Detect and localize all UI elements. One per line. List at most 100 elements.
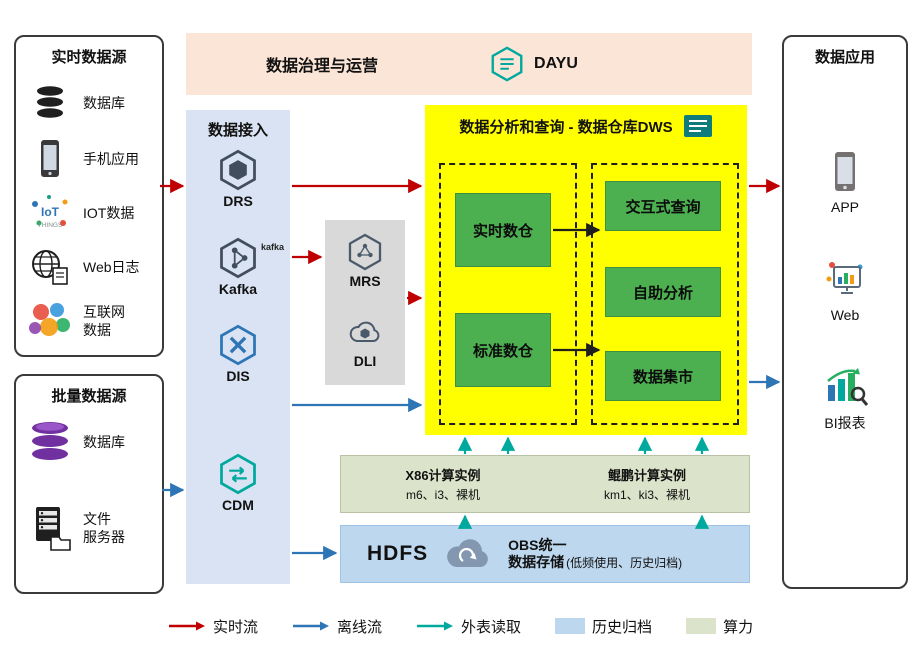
- mobile-app-icon: [22, 137, 78, 181]
- file-server-icon: [22, 504, 78, 552]
- obs-cloud-icon: [447, 539, 489, 567]
- obs-text: OBS统一 数据存储 (低频使用、历史归档): [508, 537, 682, 572]
- app-icon: [835, 152, 855, 191]
- legend: 实时流 离线流 外表读取 历史归档 算力: [168, 612, 753, 640]
- application-label: APP: [830, 199, 859, 215]
- hdfs-label: HDFS: [367, 542, 429, 565]
- obs-note: (低频使用、历史归档): [566, 556, 683, 570]
- warehouse-group: [439, 163, 577, 425]
- list-item: 数据库: [22, 77, 158, 129]
- service-dli: DLI: [325, 312, 405, 369]
- legend-item-compute: 算力: [686, 616, 753, 637]
- kunpeng-title: 鲲鹏计算实例: [607, 468, 686, 483]
- application-label: Web: [830, 307, 860, 323]
- legend-item-external-read: 外表读取: [416, 616, 521, 637]
- dis-icon: [220, 324, 256, 366]
- service-mrs: MRS: [325, 232, 405, 289]
- kunpeng-detail: km1、ki3、裸机: [603, 488, 690, 502]
- dws-document-icon: [683, 115, 712, 137]
- list-item: BI报表: [784, 365, 906, 433]
- service-label: DIS: [226, 368, 250, 384]
- service-label: DRS: [223, 193, 253, 209]
- service-kafka: kafka Kafka: [186, 236, 290, 297]
- kunpeng-compute: 鲲鹏计算实例 km1、ki3、裸机: [545, 456, 749, 512]
- service-label: CDM: [222, 497, 254, 513]
- module-self-service-analysis: 自助分析: [605, 267, 721, 317]
- svg-text:IoT: IoT: [41, 205, 60, 219]
- cdm-icon: [220, 453, 256, 495]
- dayu-label: DAYU: [534, 55, 578, 72]
- drs-icon: [220, 149, 256, 191]
- governance-bar: 数据治理与运营 DAYU: [186, 33, 752, 95]
- web-log-icon: [22, 247, 78, 287]
- compute-bar: X86计算实例 m6、i3、裸机 鲲鹏计算实例 km1、ki3、裸机: [340, 455, 750, 513]
- dayu-icon: [491, 46, 523, 82]
- database-icon: [22, 83, 78, 123]
- obs-line2: 数据存储: [508, 554, 565, 570]
- list-item: Web: [784, 259, 906, 323]
- web-icon: [826, 262, 863, 294]
- legend-label: 离线流: [337, 618, 383, 636]
- service-label: MRS: [349, 273, 381, 289]
- kafka-wordmark: kafka: [260, 242, 284, 252]
- service-label: Kafka: [218, 281, 258, 297]
- legend-item-archive: 历史归档: [555, 616, 652, 637]
- storage-bar: HDFS OBS统一 数据存储 (低频使用、历史归档): [340, 525, 750, 583]
- dws-title: 数据分析和查询 - 数据仓库DWS: [459, 118, 673, 136]
- processing-box: MRS DLI: [325, 220, 405, 385]
- x86-title: X86计算实例: [405, 468, 481, 483]
- applications-panel: 数据应用 APP Web BI报表: [782, 35, 908, 589]
- compute-swatch: [686, 618, 717, 634]
- list-item: 数据库: [22, 412, 158, 472]
- module-interactive-query: 交互式查询: [605, 181, 721, 231]
- source-label: 互联网 数据: [83, 303, 125, 338]
- kafka-icon: [220, 237, 256, 279]
- external-read-arrow-icon: [417, 621, 454, 631]
- purple-database-icon: [22, 419, 78, 465]
- source-label: 数据库: [83, 94, 125, 111]
- legend-item-offline: 离线流: [292, 616, 382, 637]
- source-label: 手机应用: [83, 150, 139, 167]
- batch-sources-title: 批量数据源: [51, 388, 127, 405]
- application-label: BI报表: [824, 415, 866, 431]
- realtime-flow-arrow-icon: [169, 621, 205, 631]
- governance-title: 数据治理与运营: [266, 58, 379, 75]
- mrs-icon: [348, 233, 382, 271]
- list-item: 互联网 数据: [22, 293, 158, 349]
- list-item: 手机应用: [22, 133, 158, 185]
- x86-detail: m6、i3、裸机: [405, 488, 480, 502]
- module-realtime-warehouse: 实时数仓: [455, 193, 551, 267]
- x86-compute: X86计算实例 m6、i3、裸机: [341, 456, 545, 512]
- source-label: 文件 服务器: [83, 510, 125, 545]
- legend-label: 外表读取: [461, 618, 522, 636]
- module-data-mart: 数据集市: [605, 351, 721, 401]
- legend-item-realtime: 实时流: [168, 616, 258, 637]
- legend-label: 历史归档: [592, 618, 653, 636]
- service-cdm: CDM: [186, 452, 290, 513]
- dws-title-row: 数据分析和查询 - 数据仓库DWS: [425, 105, 747, 138]
- applications-title: 数据应用: [814, 49, 875, 66]
- archive-swatch: [555, 618, 586, 634]
- list-item: Web日志: [22, 241, 158, 293]
- legend-label: 实时流: [213, 618, 259, 636]
- service-label: DLI: [353, 353, 377, 369]
- offline-flow-arrow-icon: [293, 621, 330, 631]
- dayu-product: DAYU: [488, 44, 578, 84]
- analytics-group: [591, 163, 739, 425]
- source-label: 数据库: [83, 433, 125, 450]
- batch-sources-panel: 批量数据源 数据库 文件 服务器: [14, 374, 164, 594]
- source-label: IOT数据: [83, 204, 135, 221]
- legend-label: 算力: [723, 618, 754, 636]
- internet-data-icon: [22, 300, 78, 342]
- service-dis: DIS: [186, 323, 290, 384]
- obs-line1: OBS统一: [508, 536, 567, 553]
- ingestion-column: 数据接入 DRS kafka Kafka DIS CDM: [186, 110, 290, 584]
- list-item: APP: [784, 149, 906, 215]
- bi-report-icon: [827, 368, 868, 406]
- ingestion-title: 数据接入: [207, 122, 268, 139]
- dws-box: 数据分析和查询 - 数据仓库DWS 实时数仓 标准数仓 交互式查询 自助分析 数…: [425, 105, 747, 435]
